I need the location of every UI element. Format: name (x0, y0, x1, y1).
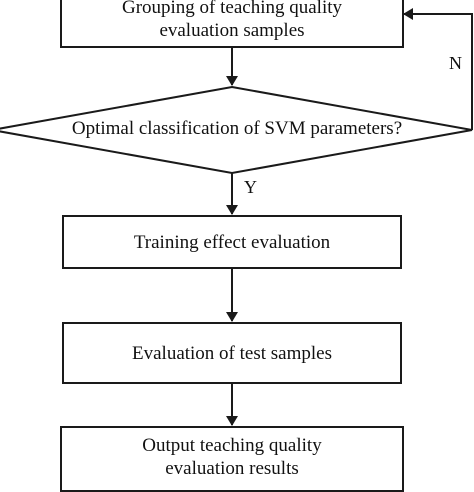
node-training-effect: Training effect evaluation (62, 215, 402, 269)
node-grouping-line2: evaluation samples (159, 20, 305, 41)
flowchart-connectors (0, 8, 473, 426)
node-test-text: Evaluation of test samples (132, 342, 332, 364)
node-output-results: Output teaching quality evaluation resul… (60, 426, 404, 492)
decision-label: Optimal classification of SVM parameters… (71, 118, 403, 139)
node-training-text: Training effect evaluation (133, 231, 331, 253)
node-output-line2: evaluation results (165, 458, 299, 479)
node-output-line1: Output teaching quality (142, 435, 322, 456)
node-grouping-samples: Grouping of teaching quality evaluation … (60, 0, 404, 48)
arrow-no-feedback-loop (403, 8, 473, 130)
node-grouping-line1: Grouping of teaching quality (121, 0, 343, 18)
node-test-samples: Evaluation of test samples (62, 322, 402, 384)
edge-label-yes: Y (244, 177, 257, 197)
edge-label-no: N (449, 53, 462, 73)
